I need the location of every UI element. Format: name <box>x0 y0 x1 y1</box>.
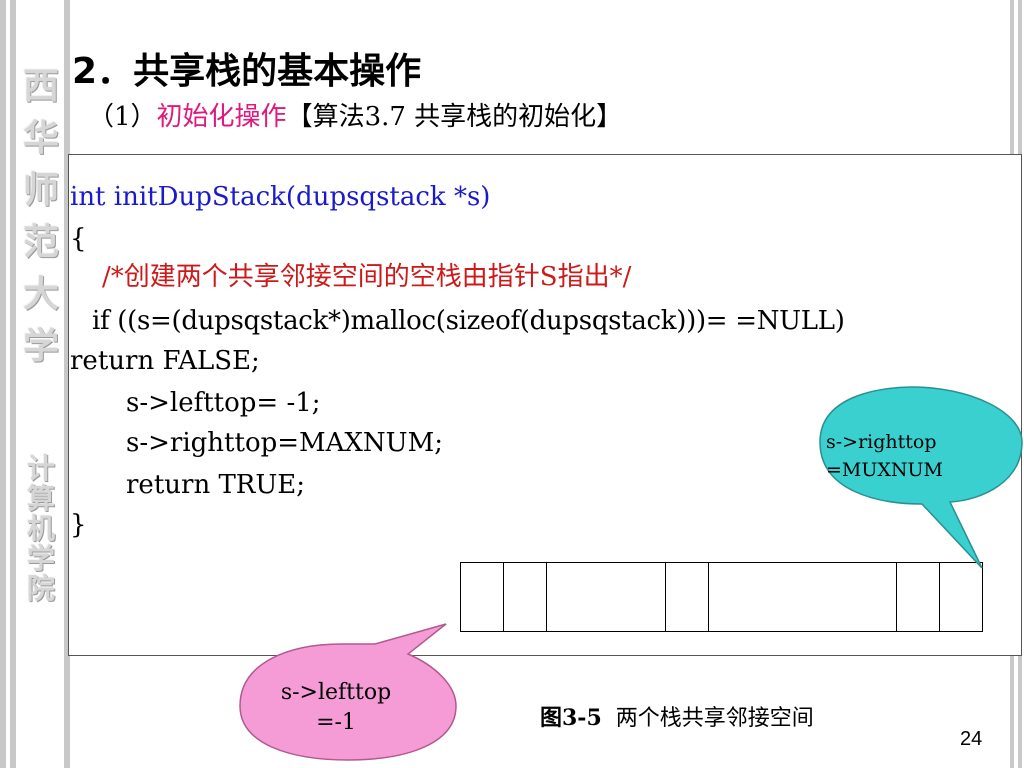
code-line-1: int initDupStack(dupsqstack *s) <box>70 182 491 212</box>
code-line-7: s->righttop=MAXNUM; <box>126 428 443 458</box>
figure-caption: 图3-5 两个栈共享邻接空间 <box>540 700 814 732</box>
code-line-2: { <box>70 224 87 254</box>
stack-cell <box>939 562 983 632</box>
figure-number: 图3-5 <box>540 705 602 731</box>
page-number: 24 <box>960 728 983 750</box>
sidebar-char: 师 <box>22 169 59 211</box>
sidebar-char: 计 <box>26 452 55 485</box>
sidebar-bar-1 <box>0 0 6 768</box>
shared-stack-diagram <box>460 562 983 632</box>
title-text: 共享栈的基本操作 <box>133 51 422 92</box>
code-line-9: } <box>70 510 87 540</box>
figure-title: 两个栈共享邻接空间 <box>615 706 814 731</box>
page-title: 2．共享栈的基本操作 <box>72 42 421 94</box>
stack-cell <box>460 562 503 632</box>
code-line-4: if ((s=(dupsqstack*)malloc(sizeof(dupsqs… <box>92 306 845 336</box>
sidebar-char: 学 <box>22 325 59 367</box>
stack-cell <box>896 562 939 632</box>
sidebar-char: 范 <box>22 221 59 263</box>
subtitle-operation: 初始化操作 <box>156 102 287 132</box>
sidebar-college: 计 算 机 学 院 <box>20 454 62 604</box>
stack-cell <box>708 562 896 632</box>
sidebar-university: 西 华 师 范 大 学 <box>20 60 62 372</box>
stack-cell <box>503 562 546 632</box>
subtitle-algorithm: 【算法3.7 共享栈的初始化】 <box>286 102 623 132</box>
sidebar-char: 华 <box>22 117 59 159</box>
lefttop-callout-shape <box>239 623 457 761</box>
code-comment: /*创建两个共享邻接空间的空栈由指针S指出*/ <box>102 262 632 292</box>
sidebar-char: 机 <box>26 512 55 545</box>
sidebar-char: 院 <box>26 572 55 605</box>
sidebar-char: 西 <box>22 65 59 107</box>
sidebar-bar-3 <box>64 0 70 768</box>
righttop-callout-shape <box>819 386 1023 569</box>
sidebar-char: 学 <box>26 542 55 575</box>
page-subtitle: （1）初始化操作【算法3.7 共享栈的初始化】 <box>88 96 622 133</box>
righttop-callout-text: s->righttop =MUXNUM <box>826 431 944 481</box>
righttop-callout <box>819 386 1023 569</box>
sidebar-char: 大 <box>22 273 59 315</box>
sidebar-bar-2 <box>10 0 16 768</box>
code-line-6: s->lefttop= -1; <box>126 388 321 418</box>
stack-cell <box>546 562 665 632</box>
stack-cell <box>665 562 708 632</box>
code-line-8: return TRUE; <box>126 470 306 500</box>
sidebar-char: 算 <box>26 482 55 515</box>
title-number: 2． <box>72 51 134 92</box>
lefttop-callout-text: s->lefttop =-1 <box>280 680 392 735</box>
code-line-5: return FALSE; <box>70 346 260 376</box>
subtitle-prefix: （1） <box>88 102 157 132</box>
lefttop-callout <box>239 623 457 761</box>
